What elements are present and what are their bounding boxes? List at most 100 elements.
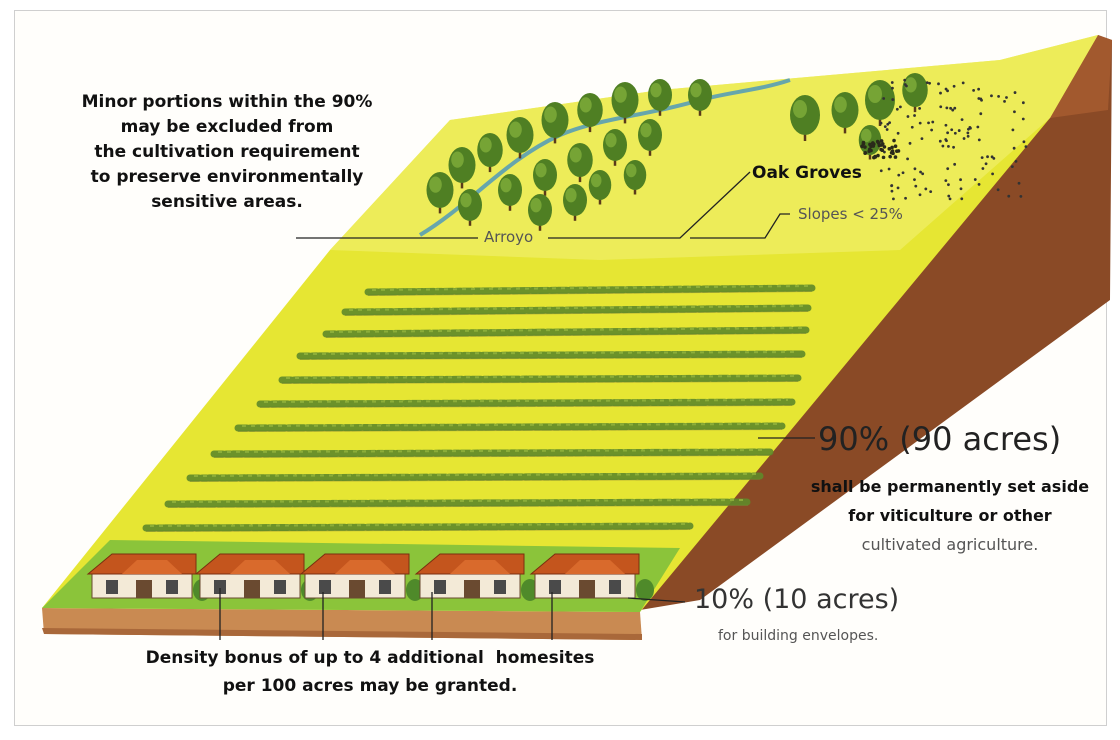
ninety-desc-3: cultivated agriculture. — [861, 535, 1039, 554]
oak-tree — [865, 80, 895, 126]
ninety-desc-1: shall be permanently set aside — [810, 477, 1090, 496]
house — [414, 553, 539, 601]
dot — [957, 129, 961, 132]
vine-row — [364, 284, 816, 296]
oak-tree — [623, 160, 647, 195]
dot — [906, 115, 910, 118]
oak-tree — [448, 147, 476, 189]
dot — [892, 138, 896, 143]
dot — [861, 140, 866, 145]
dot — [888, 121, 892, 125]
dot — [979, 112, 983, 116]
dot — [929, 190, 933, 194]
dot — [980, 156, 984, 160]
dot — [941, 144, 945, 148]
ten-percent-label: 10% (10 acres) — [694, 584, 900, 615]
dot — [961, 81, 965, 85]
dot — [876, 141, 881, 145]
dot — [960, 118, 964, 122]
oak-tree — [603, 129, 627, 166]
oak-tree — [541, 102, 569, 144]
leader-arroyo — [548, 171, 751, 239]
vine-row — [186, 472, 764, 482]
dot — [953, 106, 957, 110]
dot — [1021, 101, 1025, 105]
dot — [871, 141, 875, 145]
dot — [891, 86, 894, 90]
vine-row — [278, 374, 802, 384]
dot — [877, 143, 882, 148]
vine-row — [322, 326, 810, 338]
dot — [904, 196, 907, 200]
dot — [991, 172, 994, 176]
dot — [939, 105, 943, 109]
dot — [973, 178, 977, 181]
dot — [867, 147, 872, 152]
dot — [891, 98, 895, 101]
oak-tree — [638, 119, 662, 156]
oak-tree — [688, 79, 712, 116]
house-icon — [86, 553, 654, 601]
dot — [1011, 128, 1015, 132]
dot — [913, 114, 916, 117]
dot — [890, 189, 894, 193]
ninety-desc: shall be permanently set aside for vitic… — [790, 472, 1110, 559]
arroyo-stream — [418, 78, 791, 237]
ten-desc: for building envelopes. — [718, 628, 879, 644]
vine-row — [164, 498, 752, 508]
leader-slopes — [690, 213, 790, 239]
dot — [879, 169, 883, 173]
dot — [883, 150, 886, 154]
oak-tree — [477, 133, 503, 173]
dot — [944, 179, 948, 183]
dot — [968, 126, 972, 129]
minor-line-5: sensitive areas. — [151, 192, 303, 212]
oak-tree — [533, 159, 557, 196]
dot — [908, 141, 912, 145]
dot — [871, 144, 876, 148]
dot — [1019, 194, 1023, 198]
dot — [895, 107, 899, 111]
dot — [890, 145, 894, 150]
dot — [896, 186, 900, 190]
dot — [924, 187, 928, 191]
dot — [937, 82, 940, 86]
dot — [890, 149, 895, 153]
dot — [1005, 96, 1008, 99]
dot — [947, 194, 951, 198]
dot — [860, 144, 864, 149]
dot — [953, 162, 957, 166]
ninety-desc-2: for viticulture or other — [848, 506, 1052, 525]
dot — [893, 144, 898, 149]
soil-slope-highlight — [1050, 35, 1112, 118]
dot — [1022, 140, 1026, 144]
dot — [906, 157, 909, 161]
dot — [930, 128, 934, 132]
dot — [997, 94, 1000, 98]
dot — [946, 131, 950, 135]
dot — [931, 120, 935, 124]
dot — [920, 137, 924, 140]
dot — [921, 172, 925, 176]
oak-tree — [577, 93, 603, 133]
dot — [981, 167, 985, 170]
dot — [950, 128, 954, 132]
oak-tree — [458, 189, 482, 226]
dot — [952, 145, 955, 149]
dot — [966, 131, 970, 135]
vine-row — [142, 522, 694, 532]
minor-line-4: to preserve environmentally — [90, 167, 364, 187]
dot — [879, 139, 884, 143]
dot — [1012, 146, 1016, 150]
dot — [892, 197, 895, 201]
leader-lines — [219, 171, 815, 640]
dot — [910, 125, 914, 129]
dot — [918, 121, 922, 125]
minor-line-3: the cultivation requirement — [94, 142, 360, 162]
dot — [980, 98, 983, 102]
dot — [1017, 181, 1021, 185]
minor-portions-note: Minor portions within the 90% may be exc… — [62, 90, 392, 215]
dot — [944, 123, 948, 127]
oak-tree — [588, 170, 612, 205]
